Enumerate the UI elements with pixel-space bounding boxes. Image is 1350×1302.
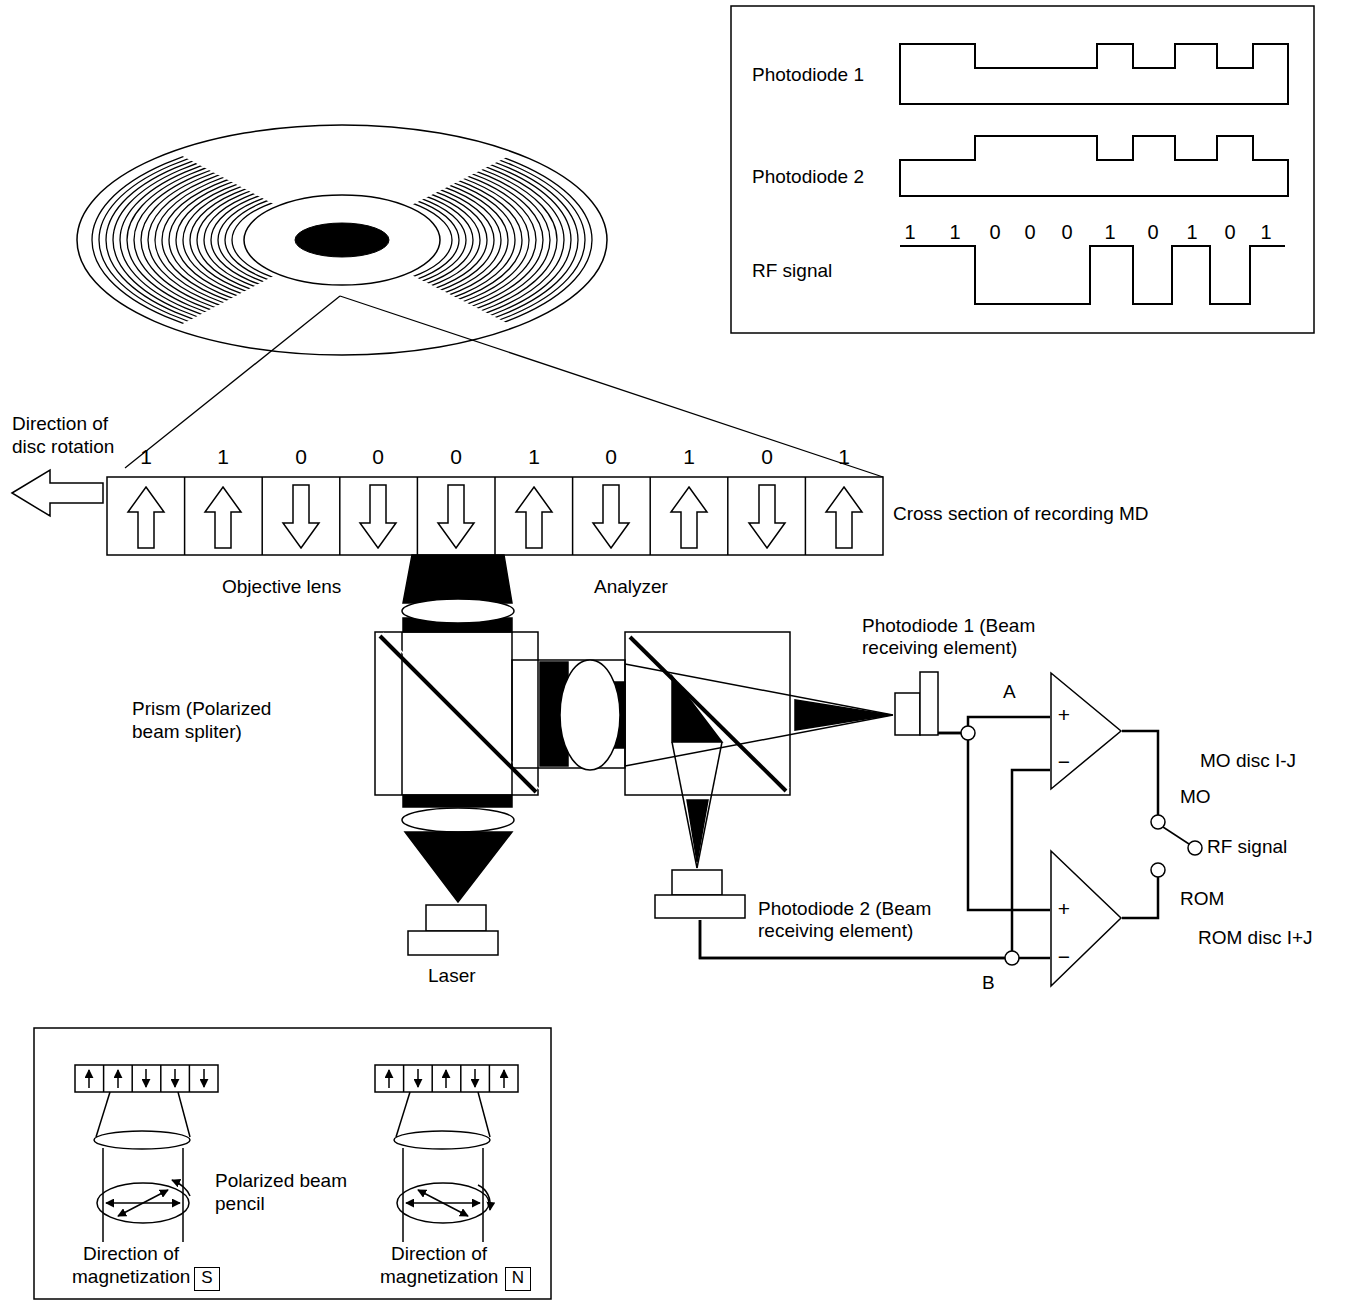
photodiode-shape: [893, 668, 938, 735]
photodiode: Photodiode 2 (Beam receiving element): [653, 868, 747, 920]
signal-wire: [700, 770, 1050, 958]
signal-name: Photodiode 2: [752, 166, 864, 189]
bit-digit: 1: [135, 444, 157, 469]
signal-wire: [938, 733, 1050, 910]
bit-digit: 0: [1019, 220, 1041, 244]
bit-digit: 0: [600, 444, 622, 469]
disc: [77, 125, 607, 355]
pole-box: S: [194, 1267, 220, 1291]
part-label: Analyzer: [594, 576, 668, 599]
switch-position: MO: [1180, 786, 1211, 809]
node-name: A: [1003, 681, 1016, 704]
bit-digit: 1: [523, 444, 545, 469]
part-label: Laser: [428, 965, 476, 988]
waveform-panel: [731, 6, 1314, 333]
bit-digit: 1: [944, 220, 966, 244]
photodiode-shape: [653, 868, 747, 920]
output-label: RF signal: [1207, 836, 1287, 859]
component-label: Photodiode 2 (Beam receiving element): [758, 898, 1008, 942]
pin-sign: −: [1055, 750, 1073, 774]
polarization-inset: [34, 1028, 551, 1299]
bit-digit: 0: [1056, 220, 1078, 244]
component-label: Photodiode 1 (Beam receiving element): [862, 615, 1107, 659]
pin-sign: +: [1055, 703, 1073, 727]
bit-digit: 0: [290, 444, 312, 469]
bit-digit: 1: [1255, 220, 1277, 244]
magnetization-label: Direction of magnetization: [380, 1243, 498, 1289]
switch-position: ROM: [1180, 888, 1224, 911]
bit-digit: 0: [984, 220, 1006, 244]
output-label: MO disc I-J: [1200, 750, 1296, 773]
pole-letter: S: [195, 1268, 219, 1288]
node-name: B: [982, 972, 995, 995]
signal-name: Photodiode 1: [752, 64, 864, 87]
signal-wire: [938, 717, 1050, 733]
op-amp: +−: [1050, 672, 1122, 790]
bit-digit: 0: [1142, 220, 1164, 244]
pole-letter: N: [506, 1268, 530, 1288]
recording-cross-section: [107, 477, 883, 555]
part-label: Cross section of recording MD: [893, 503, 1149, 526]
pole-box: N: [505, 1267, 531, 1291]
bit-digit: 0: [445, 444, 467, 469]
signal-name: RF signal: [752, 260, 832, 283]
callout-label: Polarized beam pencil: [215, 1170, 375, 1216]
bit-digit: 1: [678, 444, 700, 469]
bit-digit: 1: [1099, 220, 1121, 244]
bit-digit: 0: [756, 444, 778, 469]
bit-digit: 0: [1219, 220, 1241, 244]
direction-label: Direction of disc rotation: [12, 413, 137, 459]
pin-sign: +: [1055, 897, 1073, 921]
bit-digit: 0: [367, 444, 389, 469]
op-amp: +−: [1050, 850, 1122, 987]
pin-sign: −: [1055, 945, 1073, 969]
part-label: Prism (Polarized beam spliter): [132, 698, 292, 744]
photodiode: Photodiode 1 (Beam receiving element): [893, 668, 938, 735]
bit-digit: 1: [212, 444, 234, 469]
bit-digit: 1: [899, 220, 921, 244]
magnetization-label: Direction of magnetization: [72, 1243, 190, 1289]
bit-digit: 1: [833, 444, 855, 469]
optical-path: [375, 555, 893, 955]
bit-digit: 1: [1181, 220, 1203, 244]
output-label: ROM disc I+J: [1198, 927, 1313, 950]
part-label: Objective lens: [222, 576, 341, 599]
